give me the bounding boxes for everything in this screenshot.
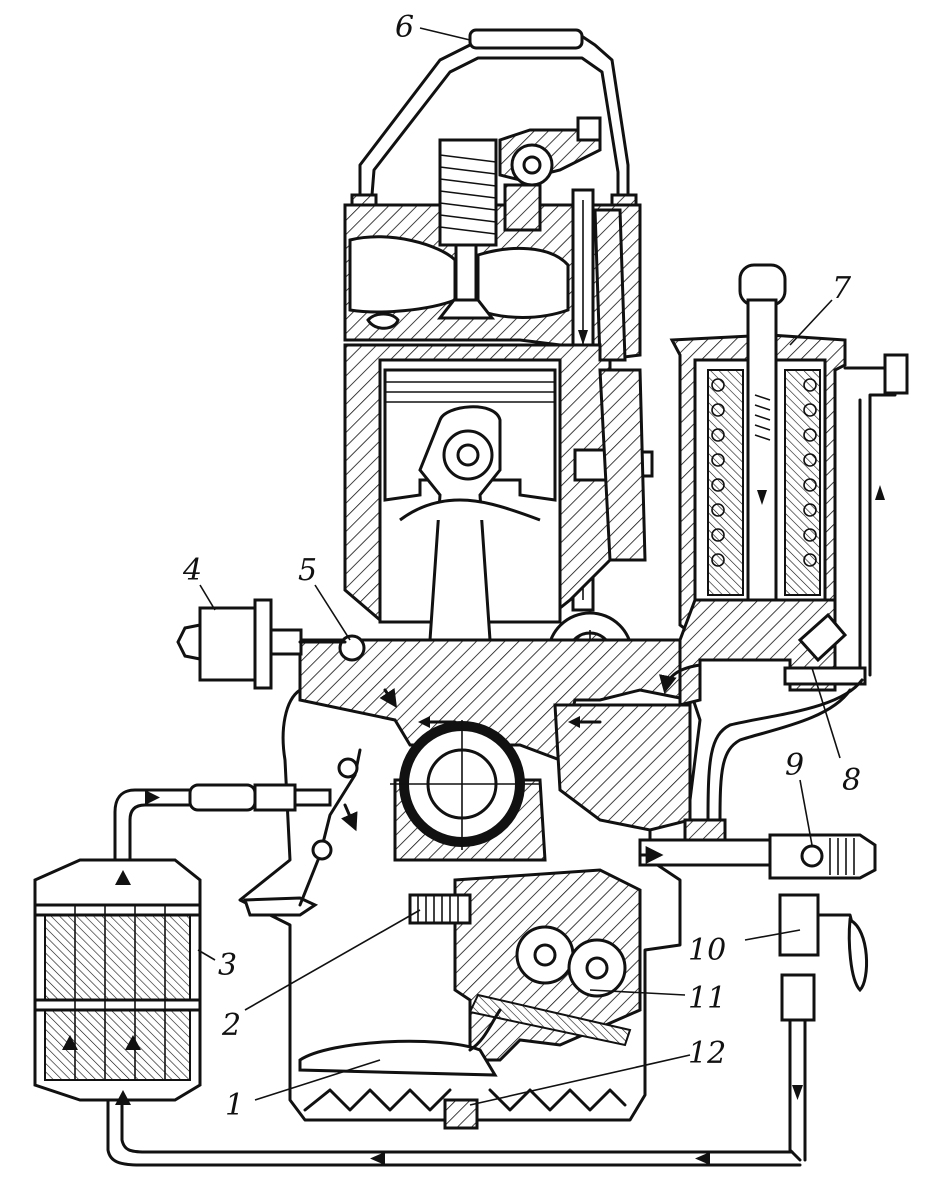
cylinder-block [343,343,654,699]
label-12: 12 [688,1036,726,1071]
label-10: 10 [688,933,726,968]
label-9: 9 [785,748,804,783]
pump-gear-right [567,938,627,998]
valve-cover [350,28,638,211]
breather [242,748,362,917]
label-6: 6 [395,10,414,45]
label-4: 4 [182,553,202,588]
oil-cooler [33,783,802,1167]
cylinder-head [343,116,642,362]
crankcase [238,638,702,1122]
label-3: 3 [218,948,237,983]
label-11: 11 [688,981,726,1016]
flow-arrows [341,663,702,864]
label-7: 7 [832,271,852,306]
oil-pump [298,868,642,1130]
label-5: 5 [298,553,317,588]
label-8: 8 [842,763,861,798]
pump-gear-left [515,925,575,985]
leader-lines [197,27,841,1106]
pressure-sensor [176,598,366,690]
label-1: 1 [225,1088,244,1123]
oil-filter [669,263,909,707]
label-2: 2 [221,1008,241,1043]
